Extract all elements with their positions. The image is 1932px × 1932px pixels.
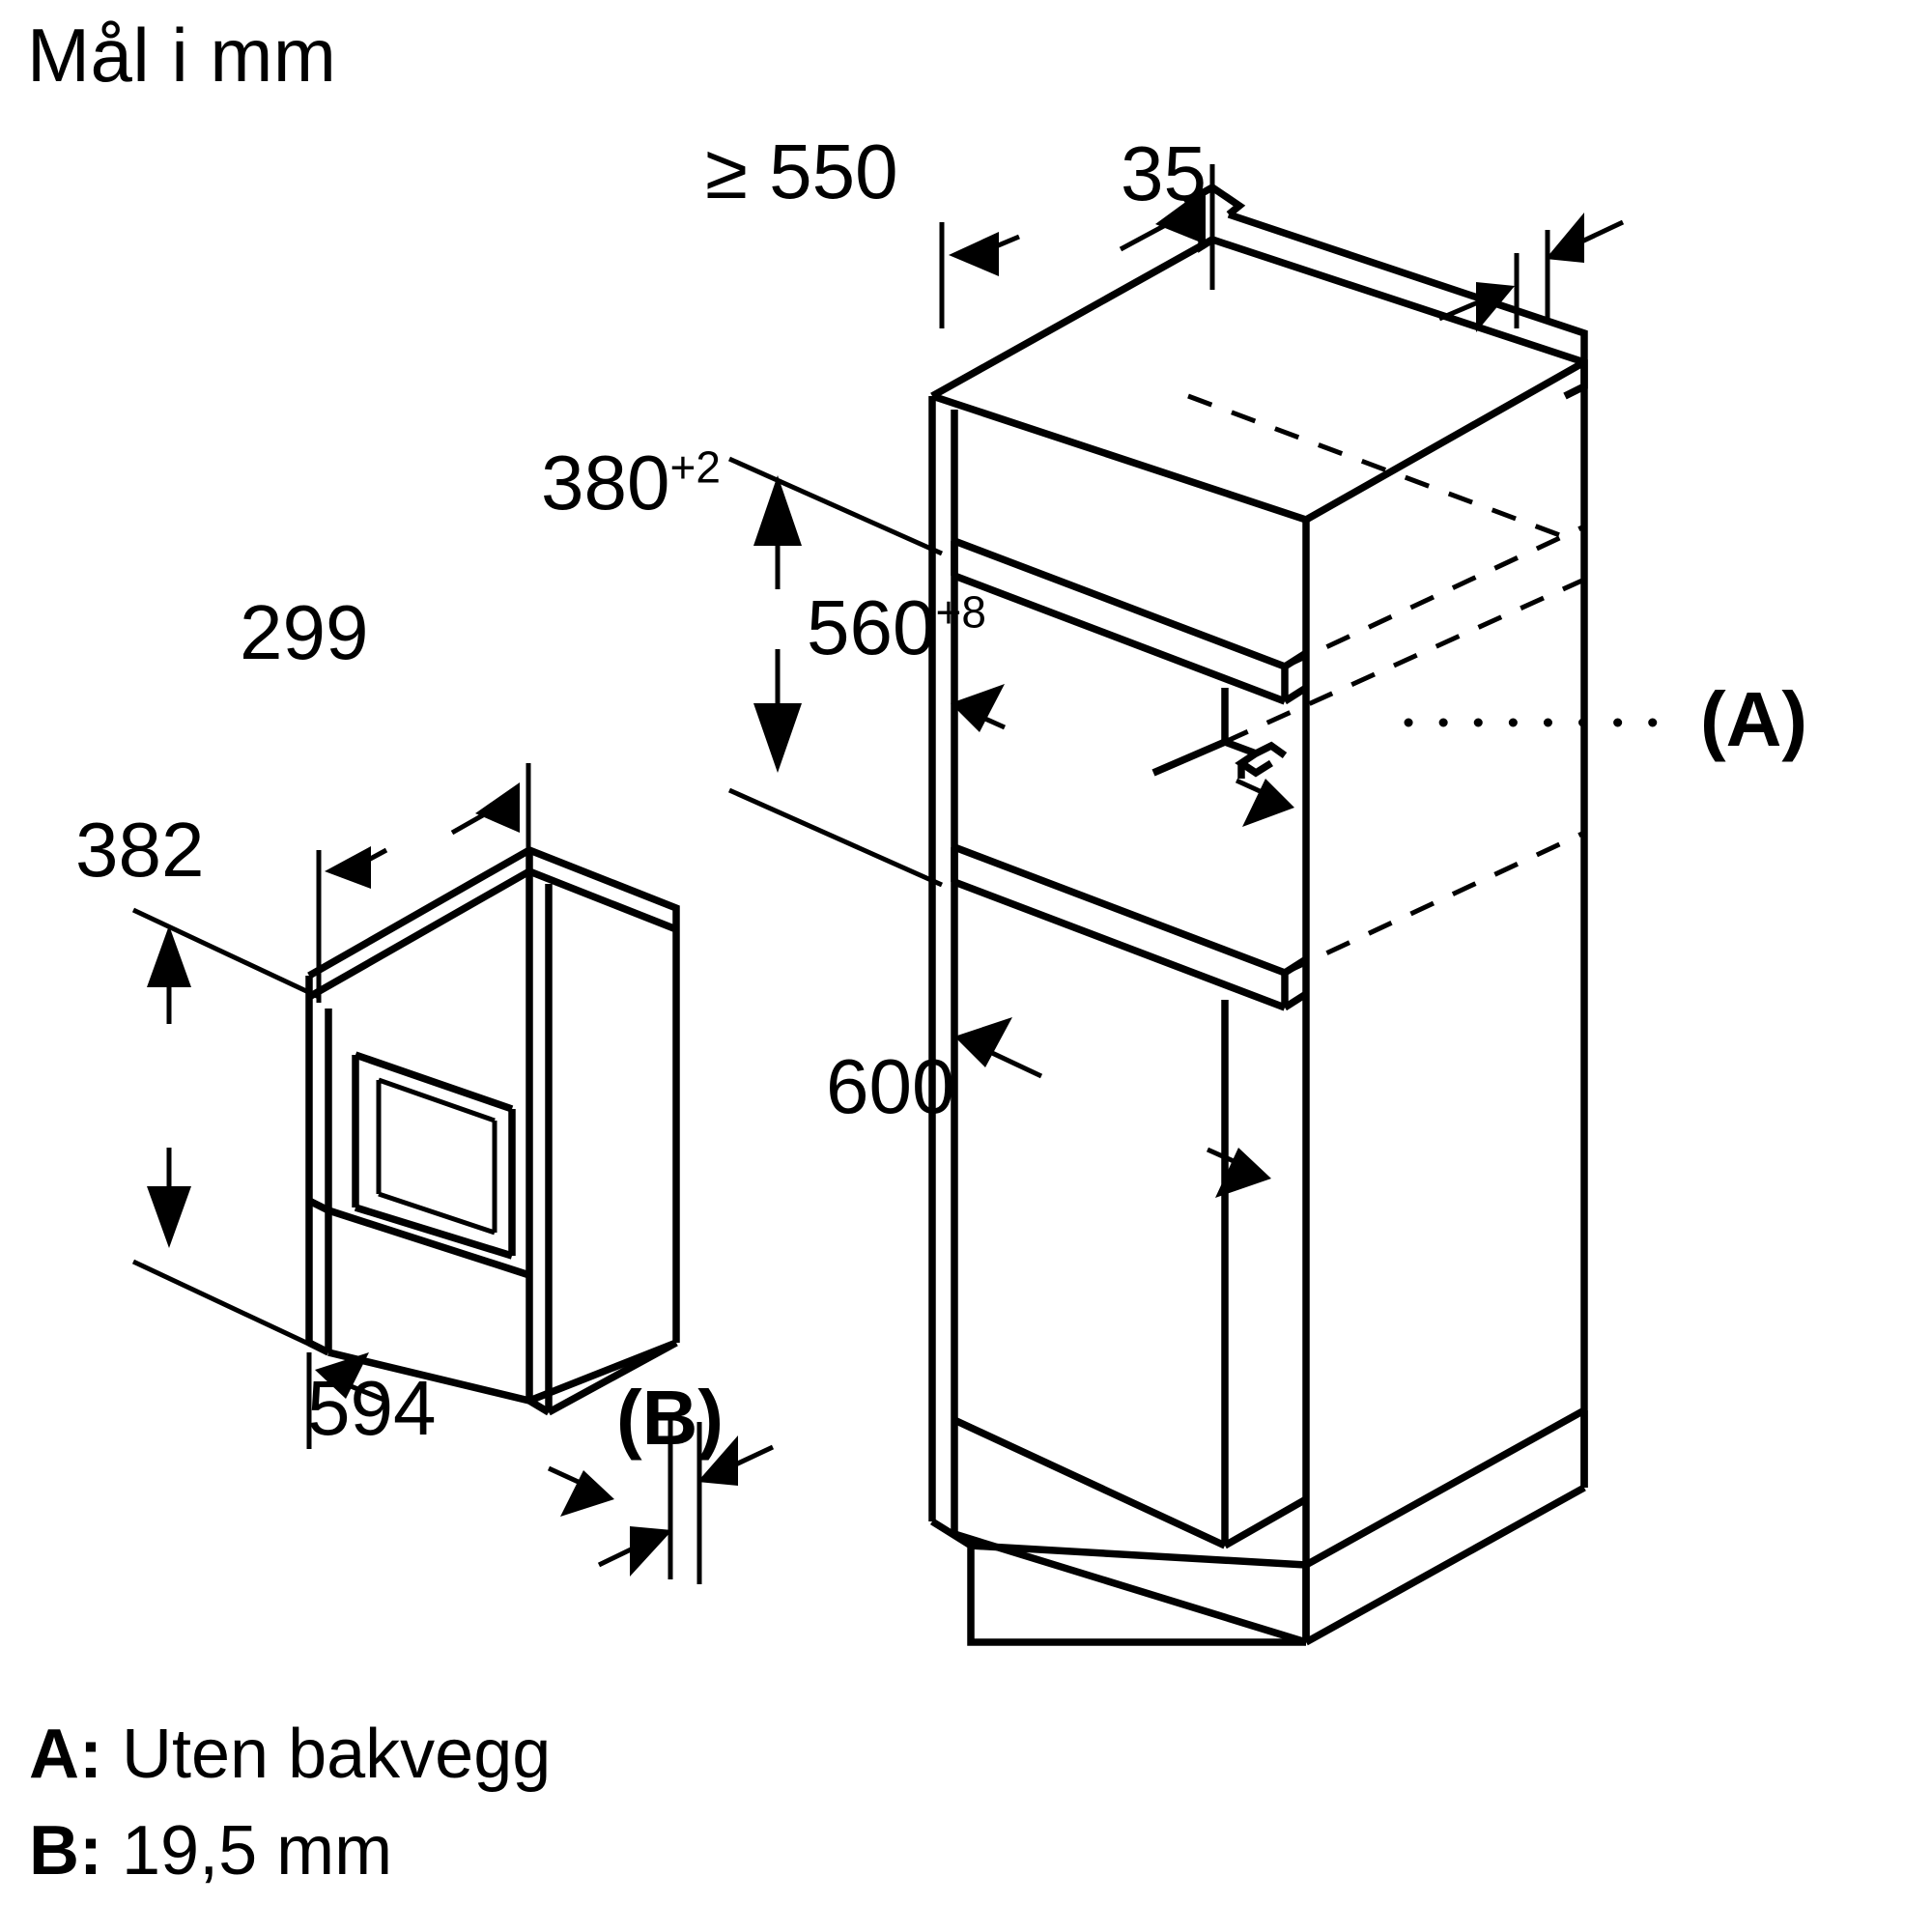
niche-lower-shelf (951, 843, 1309, 1011)
dimension-label-side-panel-35: 35 (1121, 130, 1207, 216)
dimension-cabinet-depth (939, 164, 1215, 328)
cabinet-top-face (930, 183, 1588, 525)
cabinet-left-side (928, 396, 958, 1534)
dimension-label-appliance-depth-299: 299 (240, 589, 369, 675)
niche-height-tolerance: +2 (669, 441, 721, 493)
niche-width-value: 560 (807, 584, 936, 670)
niche-height-value: 380 (541, 440, 670, 526)
cabinet-right-side (1302, 362, 1588, 1642)
dimension-niche-height-380 (727, 456, 944, 888)
dimension-label-niche-height-380: 380+2 (541, 444, 721, 522)
dimension-niche-width-560 (951, 684, 1294, 827)
dimension-label-cabinet-depth: ≥ 550 (705, 128, 898, 214)
reference-marker-b: (B) (616, 1375, 724, 1461)
cabinet-plinth (930, 1406, 1588, 1646)
dimension-label-cabinet-width-600: 600 (826, 1043, 955, 1129)
dimension-label-niche-width-560: 560+8 (807, 589, 986, 667)
reference-marker-a: (A) (1700, 676, 1808, 762)
dimension-cabinet-width-600 (954, 1017, 1271, 1198)
shelf-bracket-detail (1151, 688, 1288, 779)
dimension-b-thickness (597, 1420, 775, 1584)
legend-item-a: A: Uten bakvegg (29, 1719, 551, 1789)
legend-text-b: 19,5 mm (101, 1812, 393, 1889)
cabinet-bottom-floor (952, 1416, 1308, 1646)
cabinet-assembly (928, 183, 1588, 1646)
niche-width-tolerance: +8 (935, 586, 986, 638)
legend-item-b: B: 19,5 mm (29, 1816, 392, 1886)
dimension-appliance-depth-299 (316, 763, 531, 1003)
dimension-label-appliance-width-594: 594 (307, 1365, 437, 1451)
legend-key-b: B: (29, 1812, 102, 1889)
cabinet-hidden-back-edges (1187, 393, 1586, 976)
dimension-side-panel-35 (1438, 213, 1625, 332)
dimension-appliance-height-382 (131, 907, 321, 1351)
dimension-appliance-width-594 (306, 1352, 614, 1517)
legend-text-a: Uten bakvegg (101, 1716, 552, 1793)
niche-upper-shelf (951, 537, 1309, 705)
dimension-label-appliance-height-382: 382 (75, 807, 205, 893)
legend-key-a: A: (29, 1716, 102, 1793)
page-title: Mål i mm (27, 13, 337, 98)
appliance-assembly (305, 845, 680, 1416)
